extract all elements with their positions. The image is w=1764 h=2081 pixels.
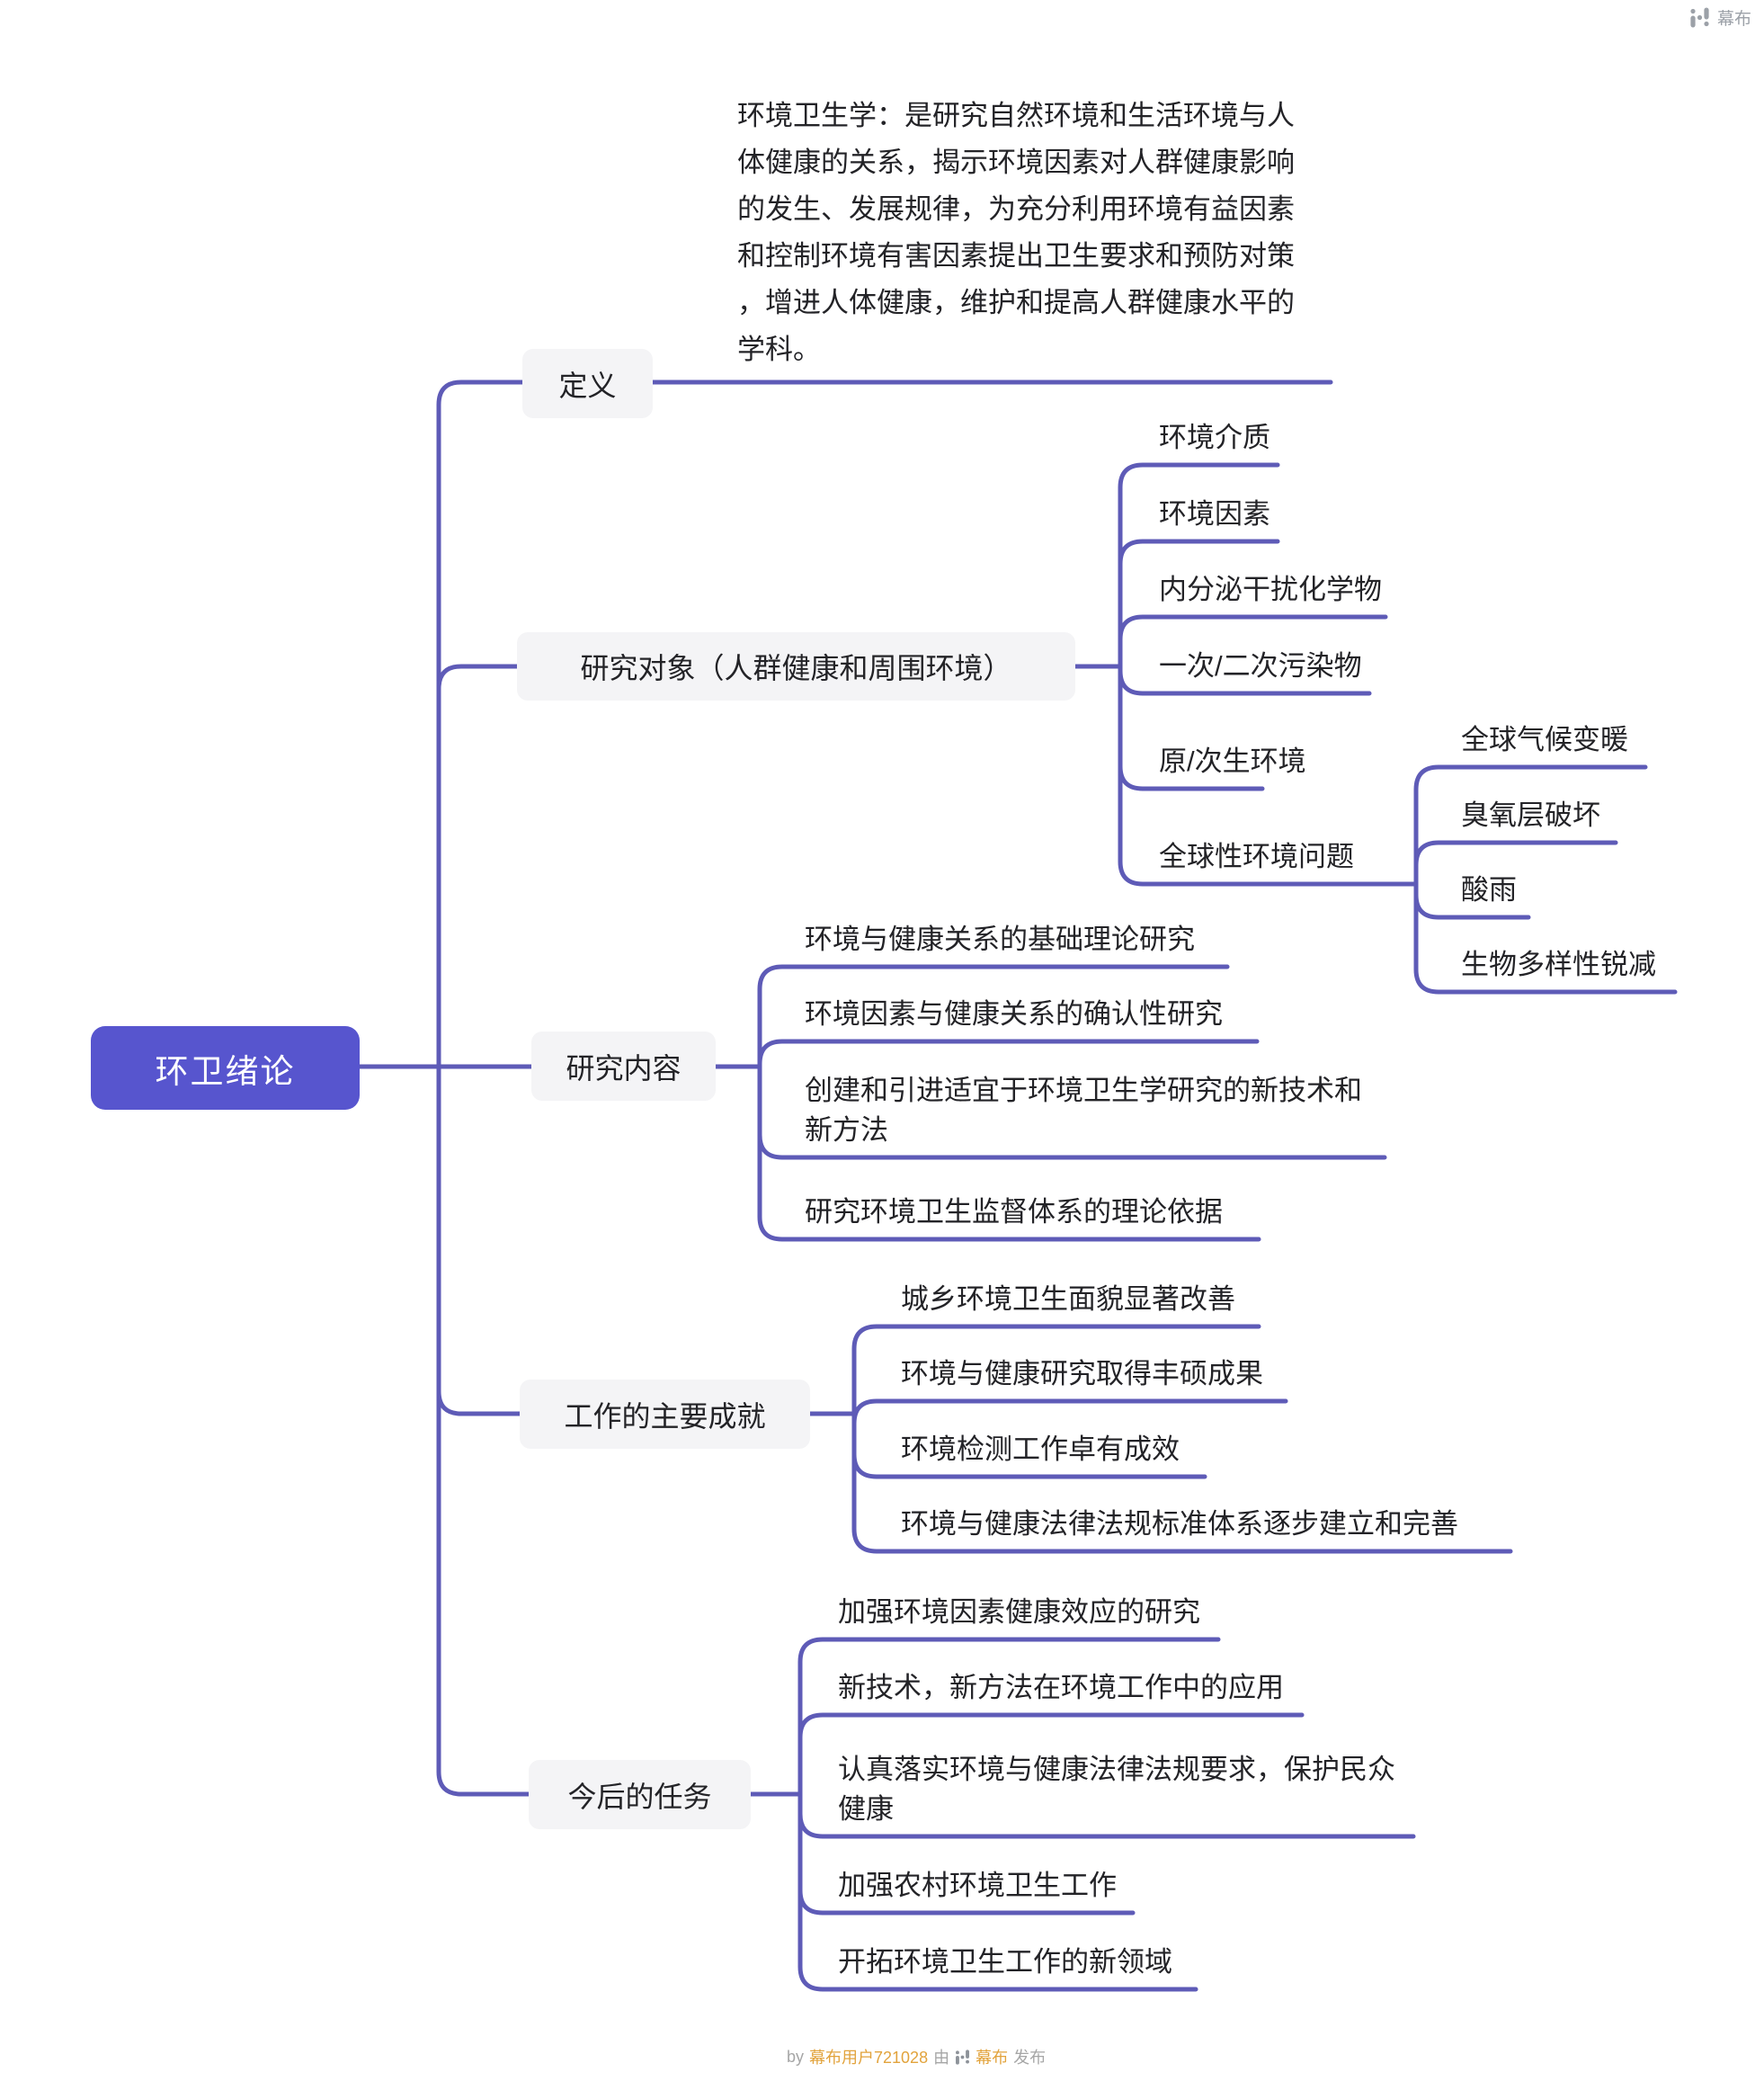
branch-definition[interactable]: 定义	[522, 349, 653, 418]
leaf-node[interactable]: 加强农村环境卫生工作	[838, 1870, 1117, 1901]
leaf-node[interactable]: 环境因素	[1159, 498, 1270, 530]
leaf-node[interactable]: 一次/二次污染物	[1159, 650, 1362, 682]
leaf-node[interactable]: 开拓环境卫生工作的新领域	[838, 1946, 1172, 1978]
leaf-line: 健康	[838, 1793, 894, 1825]
definition-line: 体健康的关系，揭示环境因素对人群健康影响	[737, 147, 1295, 178]
leaf-node[interactable]: 加强环境因素健康效应的研究	[838, 1596, 1200, 1628]
mubu-logo-icon-small	[956, 2049, 970, 2065]
branch-achievements-label: 工作的主要成就	[564, 1399, 766, 1433]
branch-definition-label: 定义	[558, 369, 617, 402]
leaf-node[interactable]: 内分泌干扰化学物	[1159, 574, 1382, 605]
leaf-node[interactable]: 环境与健康研究取得丰硕成果	[901, 1358, 1263, 1389]
leaf-node[interactable]: 城乡环境卫生面貌显著改善	[901, 1283, 1235, 1315]
leaf-node[interactable]: 臭氧层破坏	[1461, 799, 1600, 831]
leaf-node[interactable]: 新技术，新方法在环境工作中的应用	[838, 1672, 1284, 1703]
footer-action: 发布	[1013, 2049, 1047, 2067]
root-node-label: 环卫绪论	[155, 1052, 296, 1090]
footer-brand-link[interactable]: 幕布	[976, 2049, 1009, 2067]
leaf-node[interactable]: 全球性环境问题	[1159, 841, 1354, 872]
footer-credit: by 幕布用户721028 由 幕布 发布	[787, 2045, 1046, 2068]
branch-research-content-label: 研究内容	[566, 1051, 682, 1085]
leaf-line: 创建和引进适宜于环境卫生学研究的新技术和	[805, 1075, 1362, 1106]
leaf-line: 新方法	[805, 1114, 888, 1146]
leaf-node[interactable]: 原/次生环境	[1159, 746, 1306, 777]
branch-future-tasks[interactable]: 今后的任务	[529, 1760, 751, 1829]
mubu-watermark: 幕布	[1689, 5, 1751, 30]
definition-text[interactable]: 环境卫生学：是研究自然环境和生活环境与人 体健康的关系，揭示环境因素对人群健康影…	[737, 93, 1295, 373]
leaf-node[interactable]: 环境介质	[1159, 422, 1270, 453]
leaf-node[interactable]: 全球气候变暖	[1461, 724, 1628, 755]
leaf-node[interactable]: 环境因素与健康关系的确认性研究	[805, 998, 1223, 1030]
branch-achievements[interactable]: 工作的主要成就	[520, 1380, 810, 1449]
definition-line: 和控制环境有害因素提出卫生要求和预防对策	[737, 240, 1295, 272]
definition-line: ，增进人体健康，维护和提高人群健康水平的	[737, 287, 1295, 318]
branch-research-object[interactable]: 研究对象（人群健康和周围环境）	[517, 632, 1075, 701]
branch-research-content[interactable]: 研究内容	[531, 1032, 716, 1101]
definition-line: 环境卫生学：是研究自然环境和生活环境与人	[737, 100, 1295, 131]
watermark-label: 幕布	[1716, 10, 1751, 29]
leaf-line: 认真落实环境与健康法律法规要求，保护民众	[838, 1754, 1395, 1785]
definition-line: 学科。	[737, 334, 821, 365]
leaf-node[interactable]: 研究环境卫生监督体系的理论依据	[805, 1196, 1223, 1228]
branch-future-tasks-label: 今后的任务	[567, 1780, 712, 1813]
footer-user-link[interactable]: 幕布用户721028	[809, 2049, 929, 2067]
leaf-node[interactable]: 环境与健康关系的基础理论研究	[805, 924, 1195, 955]
definition-line: 的发生、发展规律，为充分利用环境有益因素	[737, 193, 1295, 225]
root-node[interactable]: 环卫绪论	[91, 1026, 360, 1110]
leaf-node[interactable]: 环境与健康法律法规标准体系逐步建立和完善	[901, 1508, 1458, 1540]
leaf-node[interactable]: 生物多样性锐减	[1461, 949, 1656, 980]
leaf-node[interactable]: 环境检测工作卓有成效	[901, 1433, 1180, 1465]
footer-via: 由	[933, 2049, 950, 2067]
branch-research-object-label: 研究对象（人群健康和周围环境）	[580, 652, 1012, 684]
mubu-logo-icon	[1690, 7, 1709, 28]
footer-by: by	[787, 2047, 805, 2066]
leaf-node[interactable]: 酸雨	[1461, 874, 1517, 906]
